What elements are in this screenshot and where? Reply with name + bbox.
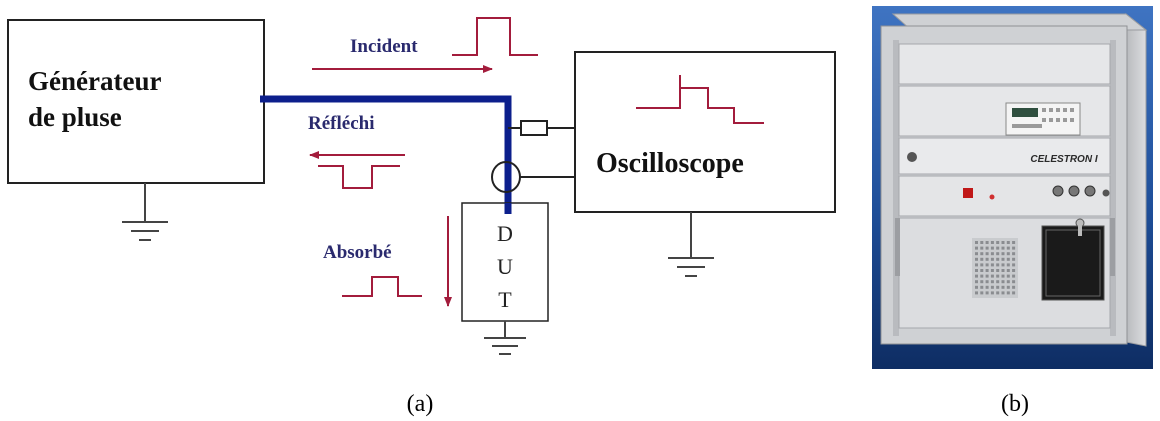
absorbed-pulse-icon [342, 276, 422, 297]
reflected-pulse-icon [318, 165, 400, 189]
absorbed-label: Absorbé [323, 242, 392, 263]
oscilloscope-block: Oscilloscope [574, 51, 836, 213]
rack-cabinet: CELESTRON I [880, 12, 1148, 347]
dut-letter-d: D [497, 221, 513, 246]
generator-label-line2: de pluse [28, 102, 122, 132]
panel-b: CELESTRON I [872, 6, 1153, 417]
oscilloscope-trace-icon [636, 87, 764, 124]
drive-bay-door [1041, 225, 1105, 301]
absorbed-signal: Absorbé [323, 216, 452, 307]
brand-label: CELESTRON I [1030, 154, 1097, 165]
caption-b: (b) [1001, 391, 1029, 417]
dut-letter-u: U [497, 254, 513, 279]
generator-label-line1: Générateur [28, 66, 161, 96]
caption-a: (a) [407, 391, 434, 417]
resistor-icon [508, 120, 575, 136]
logo-icon [907, 152, 917, 162]
vent-holes [975, 241, 1016, 295]
power-switch-icon [963, 188, 973, 198]
incident-label: Incident [350, 36, 418, 57]
dut-letter-t: T [498, 287, 512, 312]
key-icon [1075, 218, 1085, 236]
vent-grille-icon [972, 238, 1018, 298]
connector-icons [1052, 185, 1110, 197]
generator-ground-icon [122, 183, 168, 241]
oscilloscope-ground-icon [668, 212, 714, 277]
reflected-signal: Réfléchi [308, 113, 405, 189]
reflected-label: Réfléchi [308, 113, 374, 134]
handle-right-icon [1110, 218, 1115, 276]
handle-left-icon [895, 218, 900, 276]
dut-ground-icon [484, 321, 526, 355]
incident-signal: Incident [312, 17, 538, 73]
panel-a: Générateur de pluse Oscilloscope [7, 17, 836, 417]
dut-block: D U T [461, 202, 549, 322]
incident-pulse-icon [452, 17, 538, 56]
coax-cable [260, 95, 512, 214]
current-probe-icon [491, 161, 575, 193]
indicator-led-icon [989, 194, 995, 200]
generator-block: Générateur de pluse [7, 19, 265, 184]
oscilloscope-label: Oscilloscope [596, 148, 744, 179]
instrument-display-icon [1005, 102, 1081, 136]
